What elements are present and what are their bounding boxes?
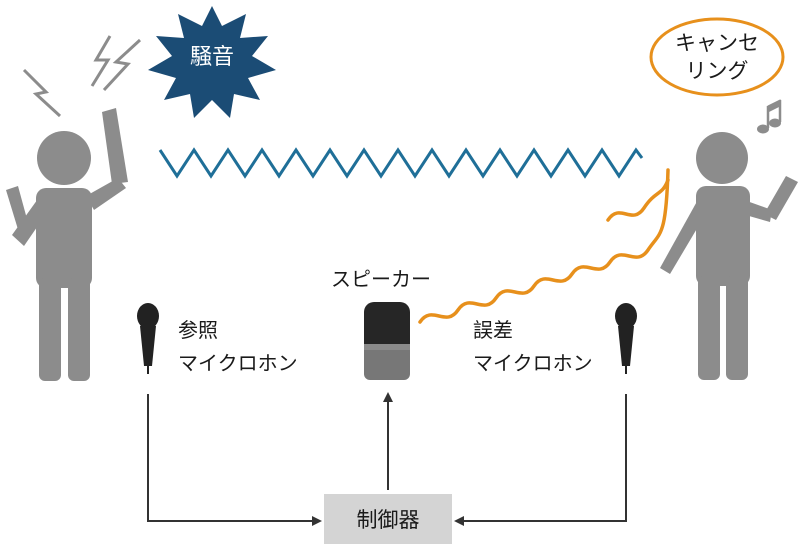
burst-icon — [148, 6, 276, 118]
canceling-bubble: キャンセ リング — [649, 17, 785, 97]
canceling-label-line2: リング — [686, 59, 749, 83]
left-person-icon — [6, 108, 128, 381]
speaker-label: スピーカー — [331, 267, 431, 291]
canceling-label-line1: キャンセ — [675, 31, 759, 55]
controller-box: 制御器 — [324, 494, 452, 544]
lightning-icon — [22, 35, 142, 118]
error-mic-label-line2: マイクロホン — [473, 351, 593, 375]
reference-mic-label-line2: マイクロホン — [178, 351, 298, 375]
right-person-icon — [660, 132, 798, 380]
controller-label: 制御器 — [357, 508, 420, 532]
smart-speaker-icon — [364, 302, 410, 380]
anti-noise-wave-top — [606, 178, 670, 222]
arrow-err-to-controller — [454, 394, 627, 526]
noise-wave — [158, 147, 644, 179]
reference-mic-label-line1: 参照 — [178, 318, 218, 342]
error-mic-label-line1: 誤差 — [473, 318, 513, 342]
signal-arrows — [147, 392, 627, 526]
noise-burst: 騒音 — [148, 6, 276, 118]
reference-microphone-icon — [137, 303, 159, 374]
anti-noise-wave — [418, 168, 670, 324]
music-note-icon — [757, 99, 782, 134]
arrow-ref-to-controller — [147, 394, 322, 526]
noise-label: 騒音 — [190, 45, 234, 70]
error-microphone-icon — [615, 303, 637, 374]
